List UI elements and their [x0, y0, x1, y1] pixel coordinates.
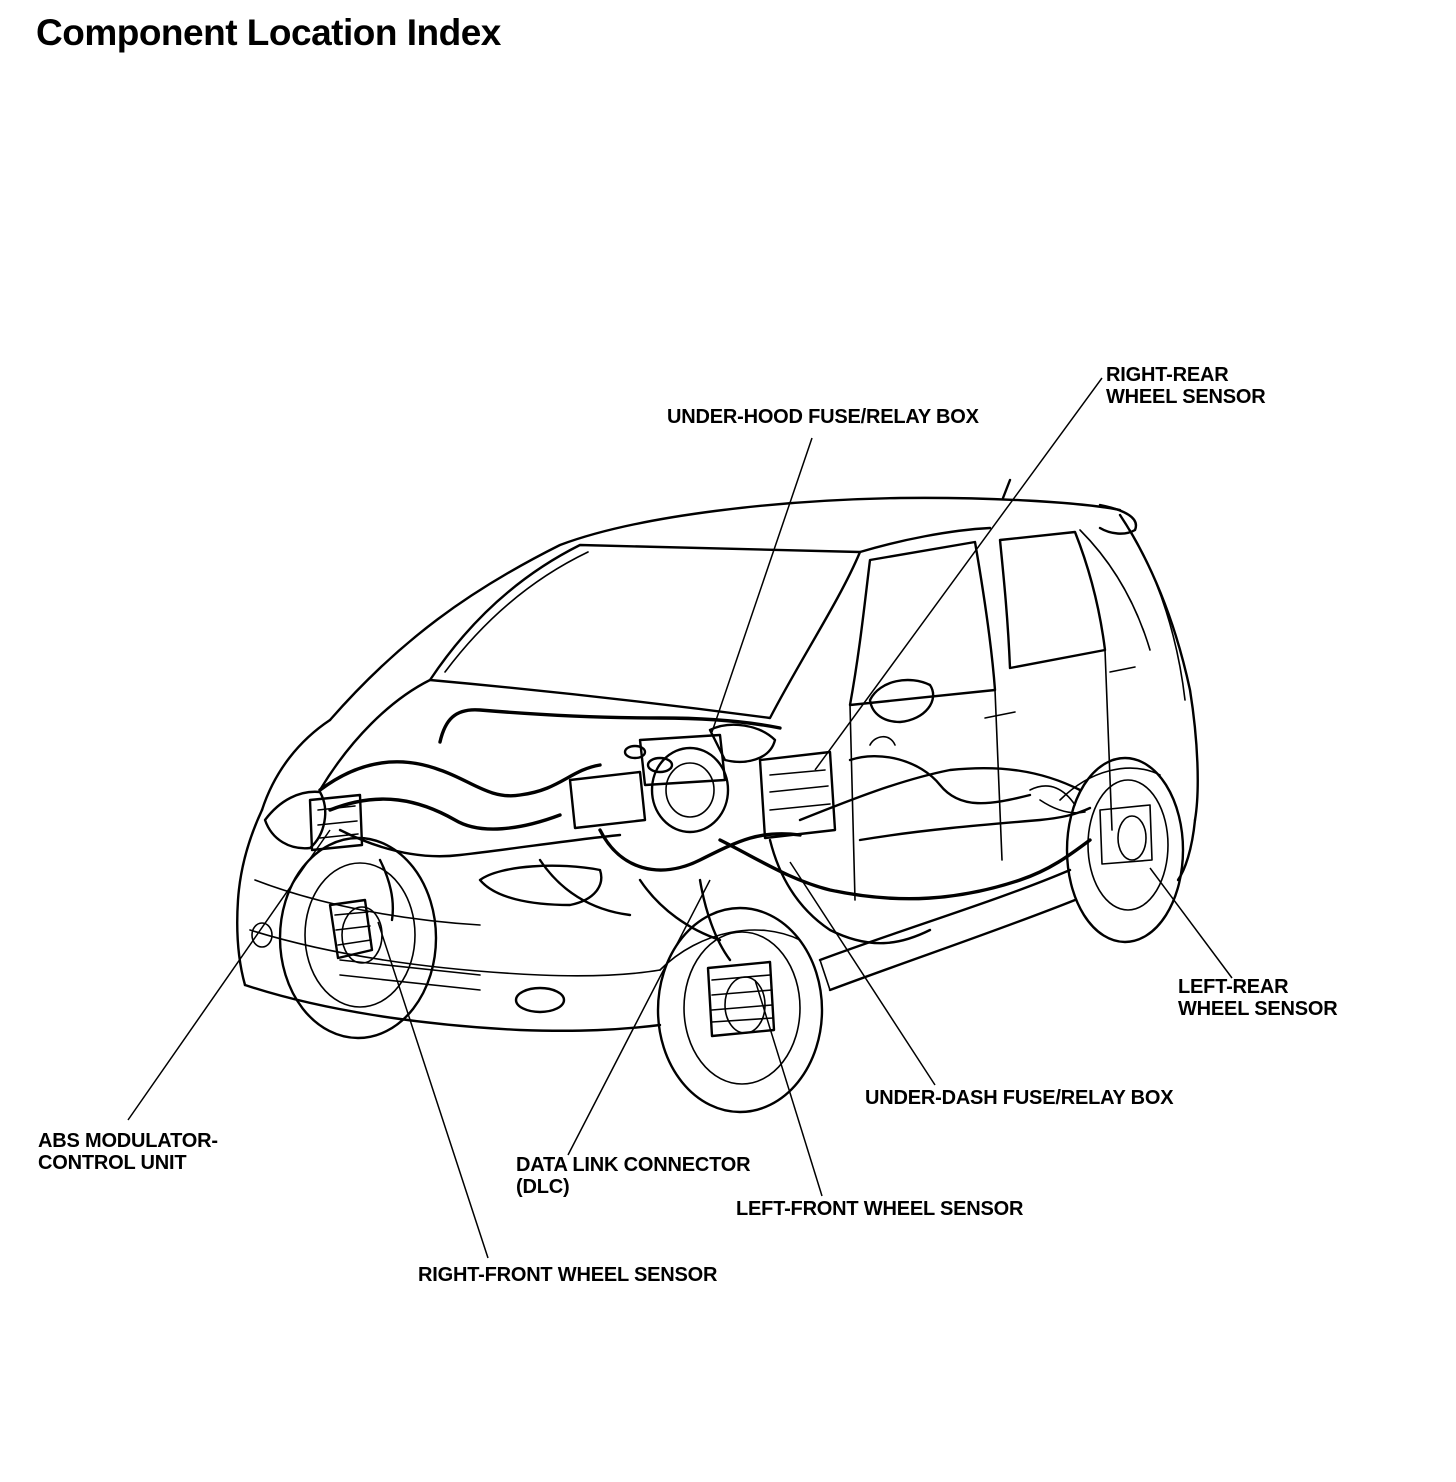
leader-under-hood-fuse-relay-box: [711, 437, 813, 733]
callout-dlc-line-1: DATA LINK CONNECTOR: [516, 1154, 751, 1176]
callout-right-rear-wheel-sensor: RIGHT-REAR WHEEL SENSOR: [1106, 364, 1266, 408]
car-body-outline: [236, 478, 1199, 1032]
callout-left-front-line: LEFT-FRONT WHEEL SENSOR: [736, 1198, 1024, 1220]
callout-left-rear-line-1: LEFT-REAR: [1178, 976, 1289, 998]
callout-left-rear-line-2: WHEEL SENSOR: [1178, 998, 1338, 1020]
leader-under-dash-fuse-relay-box: [789, 861, 936, 1086]
callout-dlc-line-2: (DLC): [516, 1176, 570, 1198]
leader-left-front-wheel-sensor: [754, 979, 823, 1197]
callout-right-front-wheel-sensor: RIGHT-FRONT WHEEL SENSOR: [418, 1264, 717, 1286]
callout-left-front-wheel-sensor: LEFT-FRONT WHEEL SENSOR: [736, 1198, 1023, 1220]
callout-right-front-line: RIGHT-FRONT WHEEL SENSOR: [418, 1264, 718, 1286]
wiring-harness: [318, 735, 1092, 962]
callout-left-rear-wheel-sensor: LEFT-REAR WHEEL SENSOR: [1178, 976, 1338, 1020]
callout-abs-line-2: CONTROL UNIT: [38, 1152, 187, 1174]
engine-bay-components: [308, 708, 837, 852]
callout-under-hood-fuse-relay-box: UNDER-HOOD FUSE/RELAY BOX: [667, 406, 979, 428]
leader-right-rear-wheel-sensor: [814, 377, 1103, 771]
callout-abs-line-1: ABS MODULATOR-: [38, 1130, 218, 1152]
left-front-wheel: [656, 906, 824, 1114]
leader-abs-modulator-control-unit: [127, 829, 331, 1121]
leader-left-rear-wheel-sensor: [1149, 867, 1233, 979]
leader-right-front-wheel-sensor: [377, 921, 489, 1259]
callout-abs-modulator-control-unit: ABS MODULATOR- CONTROL UNIT: [38, 1130, 218, 1174]
callout-under-dash-fuse-relay-box: UNDER-DASH FUSE/RELAY BOX: [865, 1087, 1174, 1109]
callout-right-rear-line-1: RIGHT-REAR: [1106, 364, 1229, 386]
left-rear-wheel: [1065, 756, 1185, 944]
callout-data-link-connector: DATA LINK CONNECTOR (DLC): [516, 1154, 751, 1198]
leader-lines: [127, 377, 1233, 1259]
callout-under-hood-line: UNDER-HOOD FUSE/RELAY BOX: [667, 406, 979, 428]
callout-under-dash-line: UNDER-DASH FUSE/RELAY BOX: [865, 1087, 1174, 1109]
leader-data-link-connector: [567, 879, 711, 1156]
callout-right-rear-line-2: WHEEL SENSOR: [1106, 386, 1266, 408]
page-title: Component Location Index: [36, 12, 501, 53]
